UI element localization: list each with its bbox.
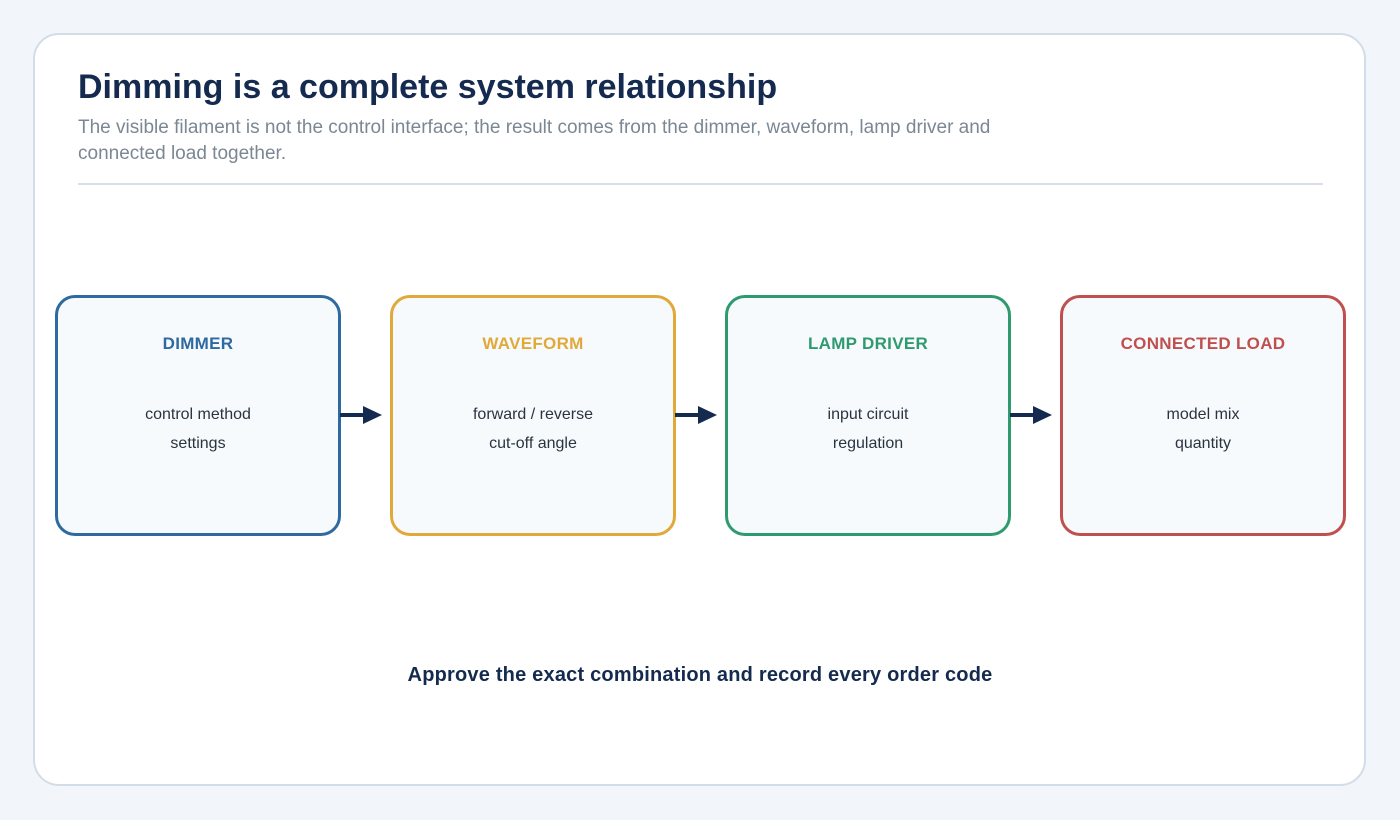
flow-arrow-icon: [675, 406, 717, 424]
page-subtitle: The visible filament is not the control …: [78, 117, 991, 164]
stage-box-connected-load: CONNECTED LOAD model mix quantity: [1060, 295, 1346, 536]
stage-detail: settings: [170, 435, 226, 452]
stage-box-lamp-driver: LAMP DRIVER input circuit regulation: [725, 295, 1011, 536]
stage-detail: regulation: [832, 435, 904, 452]
stage-detail: model mix: [1166, 406, 1240, 423]
stage-box-waveform: WAVEFORM forward / reverse cut-off angle: [390, 295, 676, 536]
stage-title: DIMMER: [162, 334, 234, 353]
stage-box-dimmer: DIMMER control method settings: [55, 295, 341, 536]
page-title: Dimming is a complete system relationshi…: [78, 68, 778, 106]
footer-note: Approve the exact combination and record…: [407, 664, 993, 686]
stage-detail: cut-off angle: [489, 435, 577, 452]
flow-arrow-icon: [1010, 406, 1052, 424]
flow-arrow-icon: [340, 406, 382, 424]
stage-detail: forward / reverse: [472, 406, 594, 423]
stage-detail: quantity: [1174, 435, 1232, 452]
stage-title: LAMP DRIVER: [807, 334, 929, 353]
header-divider: [78, 183, 1323, 185]
stage-title: WAVEFORM: [482, 334, 584, 353]
stage-detail: control method: [145, 406, 251, 423]
stage-title: CONNECTED LOAD: [1120, 334, 1286, 353]
stage-detail: input circuit: [827, 406, 909, 423]
